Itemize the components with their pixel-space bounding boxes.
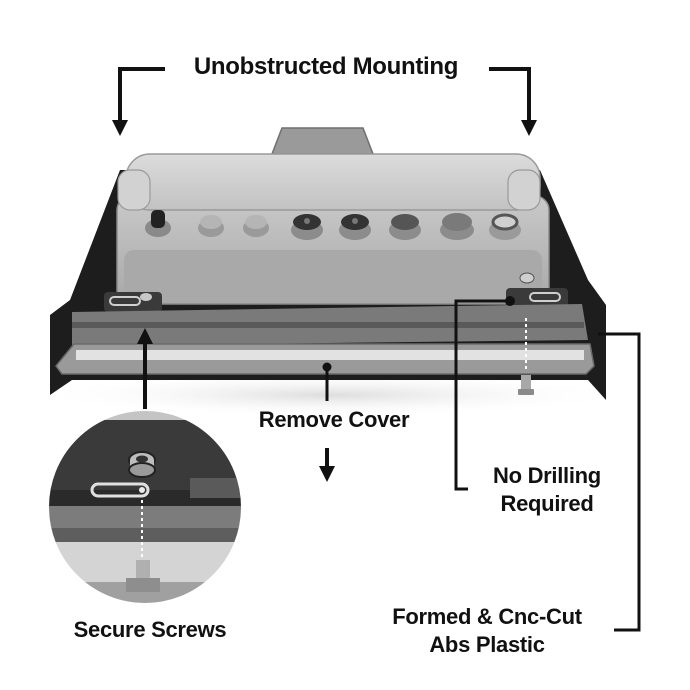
formed-leader — [598, 332, 641, 632]
no-drilling-leader — [454, 299, 510, 491]
arrow-left-bracket — [112, 67, 165, 136]
label-unobstructed-mounting: Unobstructed Mounting — [193, 53, 459, 80]
device-top — [125, 153, 541, 211]
cover-slot — [76, 350, 584, 360]
floor-shadow — [30, 373, 630, 417]
label-formed-line2: Abs Plastic — [429, 632, 545, 657]
label-no-drilling-line1: No Drilling — [493, 463, 601, 488]
device-lower — [124, 250, 542, 300]
device-cap-right — [507, 169, 541, 211]
screw-tabs — [104, 272, 568, 312]
label-remove-cover: Remove Cover — [258, 407, 410, 432]
label-formed-line1: Formed & Cnc-Cut — [392, 604, 582, 629]
label-no-drilling-line2: Required — [500, 491, 594, 516]
arrow-right-bracket — [489, 67, 537, 136]
front-stripe — [72, 322, 584, 328]
label-no-drilling: No Drilling Required — [468, 462, 626, 518]
device-ports — [145, 210, 521, 240]
label-secure-screws: Secure Screws — [73, 617, 227, 642]
device-cap-left — [117, 169, 151, 211]
label-formed-abs: Formed & Cnc-Cut Abs Plastic — [360, 603, 614, 659]
zoom-inset-border — [47, 409, 243, 605]
bottom-screw — [518, 318, 534, 395]
mount-handle — [270, 127, 375, 155]
screw-zoom-inset — [48, 410, 242, 604]
